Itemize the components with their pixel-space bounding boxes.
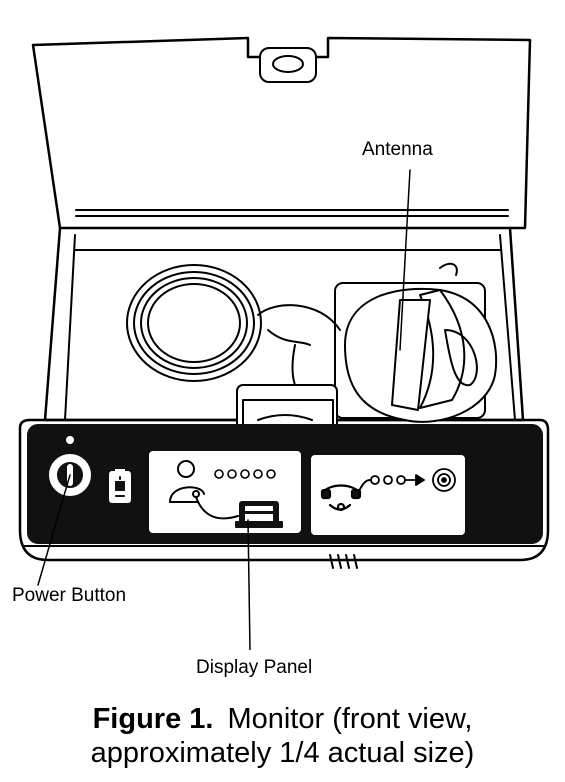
monitor-mini-icon xyxy=(235,501,283,528)
caption-line-1: Figure 1. Monitor (front view, xyxy=(0,702,565,736)
monitor-illustration xyxy=(18,36,550,650)
antenna-label: Antenna xyxy=(362,139,433,160)
figure-caption: Figure 1. Monitor (front view, approximat… xyxy=(0,702,565,770)
phone-icon xyxy=(320,484,362,512)
lid-latch xyxy=(259,47,317,83)
sensor-cable xyxy=(195,496,239,520)
person-icon xyxy=(169,460,205,503)
monitor-lid xyxy=(31,36,532,230)
target-icon xyxy=(432,468,456,492)
coiled-cable xyxy=(126,264,341,382)
figure-number: Figure 1. xyxy=(92,703,214,735)
signal-arrow xyxy=(370,474,425,486)
leader-power xyxy=(37,474,71,586)
display-panel xyxy=(149,451,301,533)
indicator-lights xyxy=(214,469,276,479)
display-panel-label: Display Panel xyxy=(196,657,313,678)
speaker-vents xyxy=(329,554,358,569)
antenna-unit xyxy=(334,262,498,423)
power-button-label: Power Button xyxy=(12,585,127,606)
transmission-panel xyxy=(311,455,465,535)
leader-antenna xyxy=(399,169,411,351)
battery-icon xyxy=(109,469,131,503)
caption-line-2: approximately 1/4 actual size) xyxy=(90,737,475,769)
caption-text-1: Monitor (front view, xyxy=(227,703,473,735)
leader-display xyxy=(247,519,251,650)
